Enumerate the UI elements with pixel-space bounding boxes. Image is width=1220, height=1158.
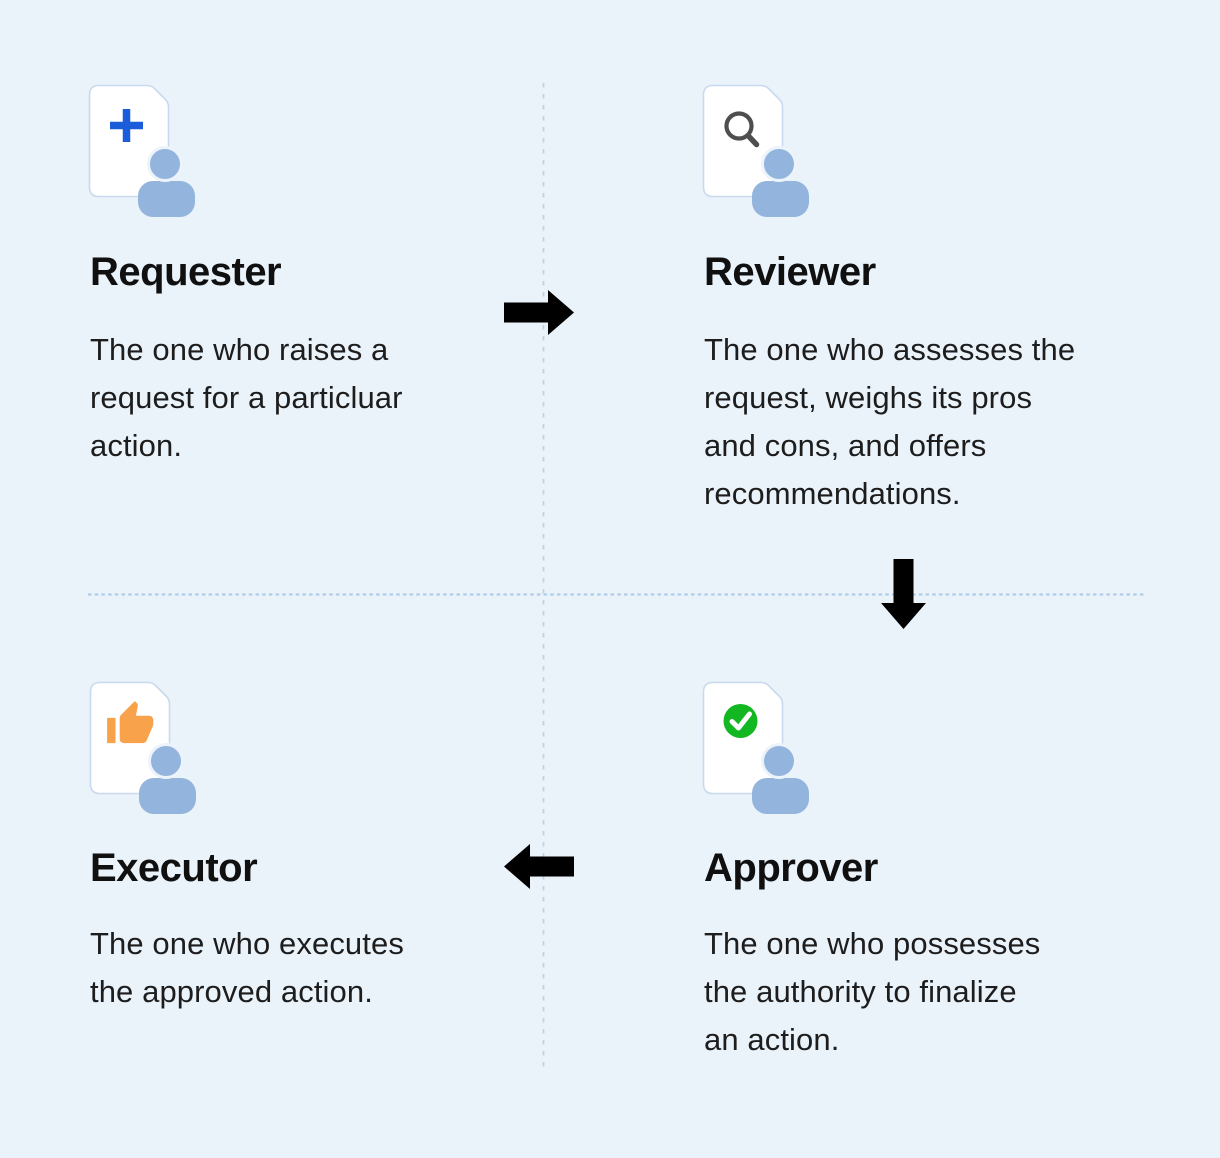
role-title-executor: Executor — [90, 846, 258, 890]
person-head — [761, 743, 797, 779]
document-magnifier-icon — [702, 84, 809, 217]
role-description-approver: The one who possesses the authority to f… — [704, 926, 1041, 1057]
document-thumbs-up-icon — [89, 681, 196, 814]
person-head — [147, 146, 183, 182]
role-description-executor: The one who executes the approved action… — [90, 926, 404, 1009]
check-circle-icon — [723, 704, 758, 738]
arrow-left-approver-to-executor-icon — [504, 844, 574, 889]
thumbs-up-icon — [107, 701, 154, 744]
role-description-reviewer: The one who assesses the request, weighs… — [704, 332, 1076, 511]
person-body — [752, 181, 809, 217]
vertical-divider-dashed-line — [542, 83, 545, 1071]
horizontal-divider-dashed-line — [88, 593, 1144, 596]
person-body — [138, 181, 195, 217]
role-title-approver: Approver — [704, 846, 878, 890]
role-title-reviewer: Reviewer — [704, 250, 876, 294]
magnifier-icon — [724, 111, 760, 148]
person-head — [761, 146, 797, 182]
arrow-right-requester-to-reviewer-icon — [504, 290, 574, 335]
document-plus-icon — [88, 84, 195, 217]
arrow-down-reviewer-to-approver-icon — [881, 559, 926, 629]
plus-icon — [110, 109, 143, 142]
document-check-icon — [702, 681, 809, 814]
person-body — [752, 778, 809, 814]
role-description-requester: The one who raises a request for a parti… — [90, 332, 403, 463]
person-body — [139, 778, 196, 814]
person-head — [148, 743, 184, 779]
role-title-requester: Requester — [90, 250, 282, 294]
